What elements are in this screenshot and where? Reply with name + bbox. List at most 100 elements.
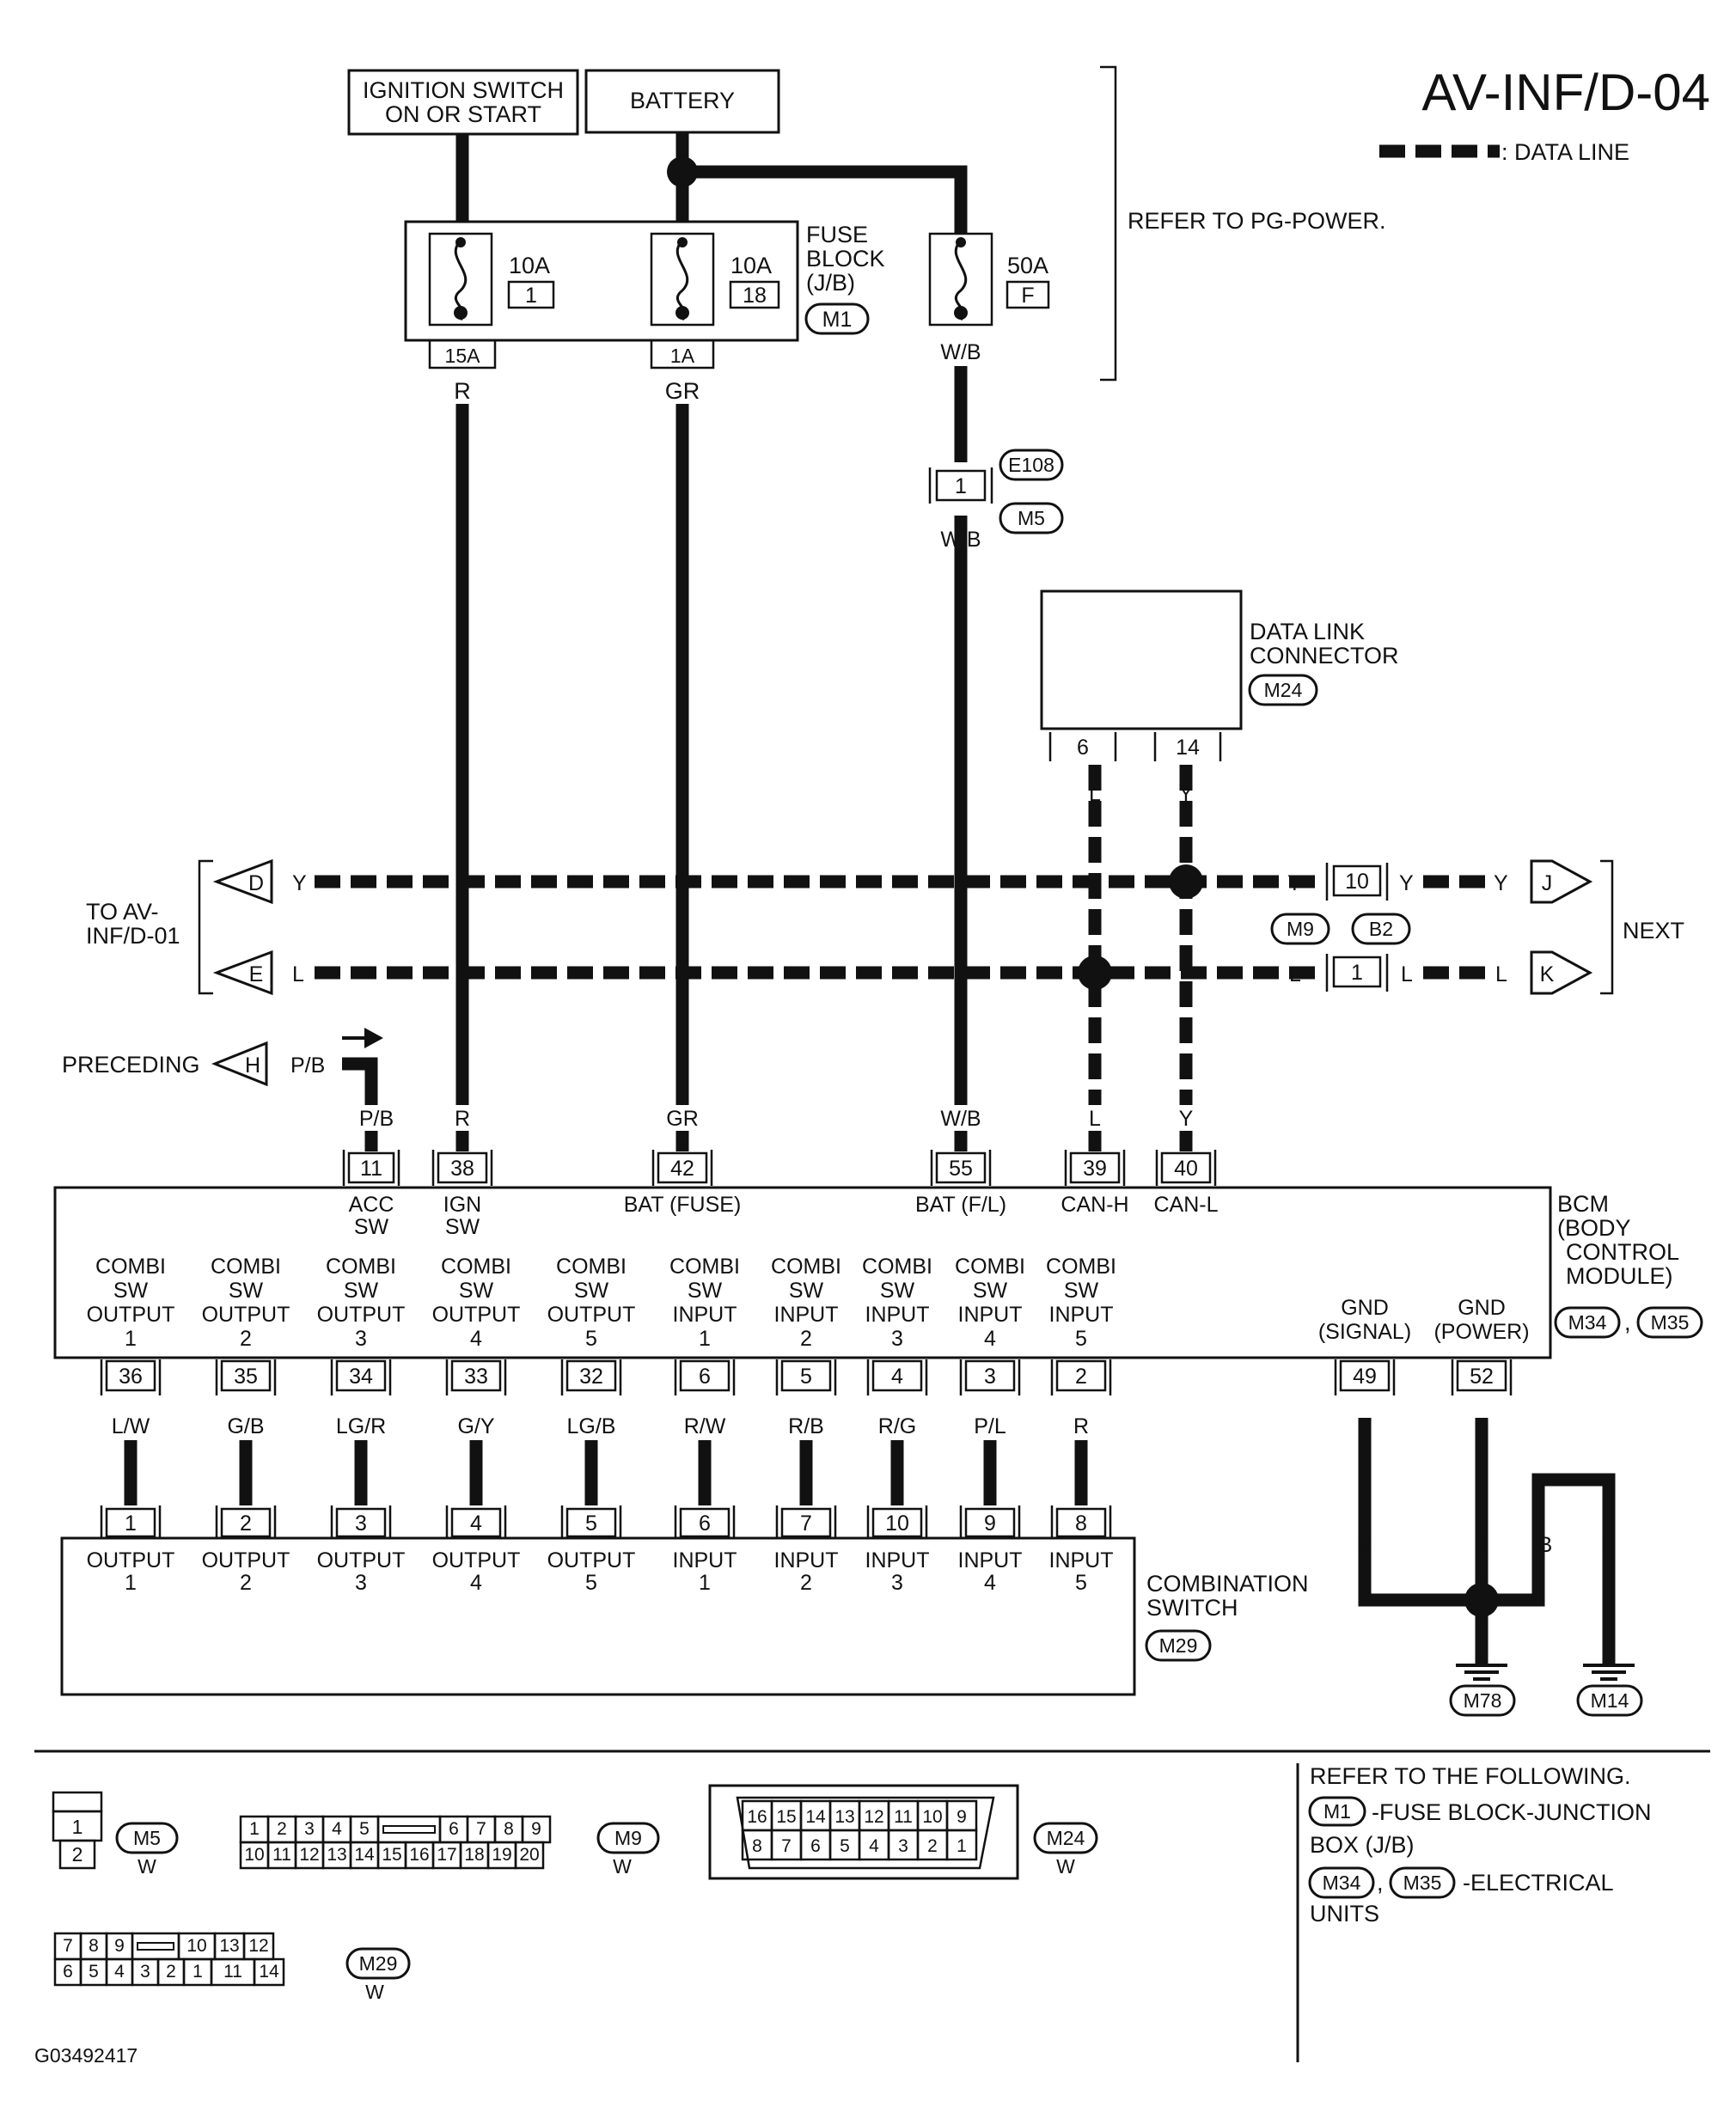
connector-cell-pin: 8	[89, 1936, 99, 1956]
fuse-block-label-2: BLOCK	[806, 246, 885, 272]
fuse-block-connector-pill	[804, 302, 870, 335]
ignition-switch-label-2: ON OR START	[385, 101, 541, 127]
fuse-1-rating: 10A	[509, 253, 550, 278]
switch-pin-box	[450, 1507, 502, 1538]
switch-pin: 1	[125, 1511, 137, 1536]
bcm-bottom-label-2-2: SW	[229, 1279, 264, 1303]
bcm-bottom-label-6-3: INPUT	[673, 1303, 737, 1327]
bcm-bottom-wire-label: P/L	[974, 1414, 1006, 1438]
bcm-bottom-label-8-4: 3	[891, 1327, 903, 1351]
connector-cell-pin: 11	[223, 1962, 242, 1982]
bcm-pin-11: 11	[360, 1157, 382, 1181]
ground-symbol-m78	[1456, 1664, 1507, 1681]
wire-label-y-left: Y	[292, 871, 307, 895]
refer-heading: REFER TO THE FOLLOWING.	[1310, 1763, 1631, 1789]
fusible-link-number: F	[1021, 284, 1034, 308]
connector-cell-pin: 10	[186, 1936, 206, 1956]
refer-m1-desc: -FUSE BLOCK-JUNCTION	[1372, 1799, 1652, 1825]
connector-cell-pin: 5	[89, 1962, 99, 1982]
dlc-label-2: CONNECTOR	[1250, 643, 1399, 669]
switch-pin-number: 4	[470, 1571, 482, 1595]
bcm-bottom-pin-frame	[1050, 1359, 1112, 1395]
flag-d-arrow	[212, 858, 273, 905]
gnd-wire-label-1: B	[1358, 1533, 1372, 1557]
fuse-18	[650, 232, 715, 327]
bcm-bottom-pin-frame	[866, 1359, 928, 1395]
bcm-bottom-pin: 3	[984, 1365, 996, 1389]
bcm-bottom-label-3-4: 3	[355, 1327, 367, 1351]
connector-cell-pin: 12	[299, 1845, 319, 1865]
connector-cell	[945, 1829, 978, 1861]
gnd-pin-frame	[1451, 1359, 1513, 1395]
bcm-gnd-signal-1: GND	[1341, 1296, 1389, 1320]
bcm-bottom-pin-frame	[560, 1359, 622, 1395]
wire-gnd-signal	[1358, 1418, 1482, 1607]
connector-cell-pin: 14	[805, 1807, 826, 1827]
bcm-bottom-label-2-1: COMBI	[211, 1255, 281, 1279]
flag-j-arrow	[1530, 859, 1593, 904]
m5-name-pill	[115, 1822, 179, 1854]
left-data-bracket	[198, 859, 213, 995]
splice-l	[1078, 956, 1112, 990]
connector-cell-pin: 7	[63, 1936, 73, 1956]
bcm-top-pin-11	[342, 1150, 400, 1186]
bcm-bottom-label-5-2: SW	[574, 1279, 609, 1303]
bcm-bottom-label-8-3: INPUT	[865, 1303, 930, 1327]
joint-1-brackets	[1325, 954, 1389, 992]
bcm-func-can-l: CAN-L	[1153, 1193, 1218, 1217]
bcm-top-pin-40	[1155, 1150, 1217, 1186]
bcm-top-pin-42	[651, 1150, 713, 1186]
bcm-bottom-label-4-4: 4	[470, 1327, 482, 1351]
fuse-18-number: 18	[743, 284, 767, 308]
flag-j: J	[1542, 871, 1553, 895]
bcm-gnd-signal-2: (SIGNAL)	[1318, 1320, 1411, 1344]
connector-cell-pin: 13	[327, 1845, 346, 1865]
joint-conn-b-pill	[1351, 913, 1411, 945]
connector-cell-pin: 19	[492, 1845, 511, 1865]
switch-pin-frame	[330, 1505, 392, 1538]
switch-pin-number: 4	[984, 1571, 996, 1595]
bcm-bottom-label-4-3: OUTPUT	[432, 1303, 521, 1327]
bcm-label-3: CONTROL	[1566, 1239, 1679, 1265]
flag-h-arrow	[211, 1041, 268, 1087]
bcm-func-bat-fl: BAT (F/L)	[915, 1193, 1006, 1217]
m24-color: W	[1056, 1855, 1075, 1878]
bcm-bottom-pin-frame	[330, 1359, 392, 1395]
bcm-top-pin-39	[1064, 1150, 1126, 1186]
joint-conn-a: M9	[1287, 918, 1314, 940]
connector-cell-pin: 10	[922, 1807, 942, 1827]
connector-cell-pin: 1	[957, 1836, 967, 1856]
bcm-bottom-label-10-4: 5	[1075, 1327, 1087, 1351]
bcm-bottom-pin: 33	[464, 1365, 488, 1389]
switch-pin-box	[679, 1507, 730, 1538]
fuse-block-connector: M1	[822, 308, 853, 332]
bcm-bottom-label-9-1: COMBI	[955, 1255, 1025, 1279]
bcm-conn-comma: ,	[1624, 1310, 1631, 1335]
bcm-bottom-pin-frame	[100, 1359, 162, 1395]
splice-gnd	[1464, 1583, 1499, 1617]
connector-cell-pin: 11	[272, 1845, 291, 1865]
wire-label-l-mid: L	[1289, 962, 1301, 986]
connector-cell-pin: 3	[140, 1962, 150, 1982]
bcm-bottom-label-5-1: COMBI	[556, 1255, 627, 1279]
m9-name: M9	[614, 1827, 642, 1849]
connector-cell-pin: 12	[864, 1807, 883, 1827]
bcm-bottom-label-10-3: INPUT	[1049, 1303, 1114, 1327]
switch-pin-label: INPUT	[774, 1548, 839, 1572]
bcm-bottom-wire-label: R/W	[684, 1414, 726, 1438]
inline-joint-conn-bottom: M5	[1018, 507, 1045, 529]
connector-view-m5	[52, 1791, 103, 1870]
bcm-func-acc: ACC	[349, 1193, 394, 1217]
inline-joint-conn-top-pill	[999, 449, 1064, 481]
switch-pin-label: INPUT	[865, 1548, 930, 1572]
connector-cell-pin: 3	[898, 1836, 908, 1856]
connector-cell-pin: 8	[752, 1836, 762, 1856]
gnd-pin-box	[1456, 1359, 1507, 1392]
bcm-bottom-label-1-3: OUTPUT	[87, 1303, 175, 1327]
bcm-bottom-label-5-3: OUTPUT	[547, 1303, 636, 1327]
switch-pin-label: INPUT	[673, 1548, 737, 1572]
bcm-pin-40: 40	[1174, 1157, 1198, 1181]
dlc-pin-14: 14	[1176, 736, 1200, 760]
bcm-bottom-label-5-4: 5	[585, 1327, 597, 1351]
